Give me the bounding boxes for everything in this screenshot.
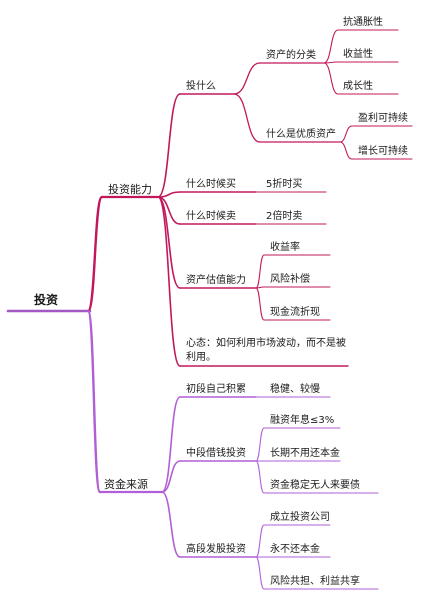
node-steady-slow[interactable]: 稳健、较慢	[270, 384, 320, 395]
node-sell-at-double[interactable]: 2倍时卖	[266, 211, 303, 222]
edge-mid-2	[255, 460, 265, 494]
node-mindset[interactable]: 心态：如何利用市场波动，而不是被利用。	[186, 338, 346, 363]
node-anti-inflation[interactable]: 抗通胀性	[343, 17, 383, 28]
node-buy-at-half[interactable]: 5折时买	[266, 179, 303, 190]
node-when-to-sell[interactable]: 什么时候卖	[186, 211, 236, 222]
edge-root-ability	[86, 195, 104, 313]
edge-quality-0	[339, 125, 353, 143]
node-found-company[interactable]: 成立投资公司	[270, 512, 330, 523]
edge-class-0	[323, 29, 339, 64]
edge-mid-0	[255, 427, 265, 462]
node-stable-funds[interactable]: 资金稳定无人来要债	[270, 480, 360, 491]
edge-what-quality	[233, 93, 261, 143]
node-growth[interactable]: 成长性	[343, 81, 373, 92]
root-node[interactable]: 投资	[34, 293, 59, 307]
edge-capital-0	[161, 396, 181, 493]
node-never-repay[interactable]: 永不还本金	[270, 544, 320, 555]
edge-ability-3	[157, 196, 181, 289]
edge-val-1	[255, 286, 265, 289]
node-advanced-stage[interactable]: 高段发股投资	[186, 544, 246, 555]
edge-adv-2	[255, 556, 265, 590]
node-yield[interactable]: 收益率	[270, 242, 300, 253]
node-quality-asset[interactable]: 什么是优质资产	[266, 129, 336, 140]
node-sustainable-profit[interactable]: 盈利可持续	[358, 113, 408, 124]
edge-root-capital	[86, 309, 102, 494]
node-when-to-buy[interactable]: 什么时候买	[186, 179, 236, 190]
node-risk-premium[interactable]: 风险补偿	[270, 274, 310, 285]
edge-adv-0	[255, 524, 265, 558]
node-valuation-ability[interactable]: 资产估值能力	[186, 275, 246, 286]
node-investment-ability[interactable]: 投资能力	[108, 183, 152, 196]
node-early-stage[interactable]: 初段自己积累	[186, 384, 246, 395]
edge-val-2	[255, 287, 265, 321]
edge-what-class	[233, 62, 261, 95]
edge-val-0	[255, 254, 265, 289]
node-dcf[interactable]: 现金流折现	[270, 307, 320, 318]
edge-ability-0	[157, 93, 181, 198]
node-asset-classification[interactable]: 资产的分类	[266, 50, 316, 61]
node-profitability[interactable]: 收益性	[343, 49, 373, 60]
node-share-risk-profit[interactable]: 风险共担、利益共享	[270, 576, 360, 587]
node-financing-rate[interactable]: 融资年息≤3%	[270, 415, 335, 426]
node-sustainable-growth[interactable]: 增长可持续	[358, 146, 408, 157]
node-no-principal-repay[interactable]: 长期不用还本金	[270, 448, 340, 459]
edge-capital-2	[161, 491, 181, 558]
node-capital-source[interactable]: 资金来源	[104, 478, 148, 491]
edge-ability-4	[157, 196, 181, 367]
edge-quality-1	[339, 141, 353, 160]
node-middle-stage[interactable]: 中段借钱投资	[186, 448, 246, 459]
node-what-to-invest[interactable]: 投什么	[186, 81, 216, 92]
edge-capital-1	[161, 460, 181, 493]
edge-class-2	[323, 62, 339, 95]
